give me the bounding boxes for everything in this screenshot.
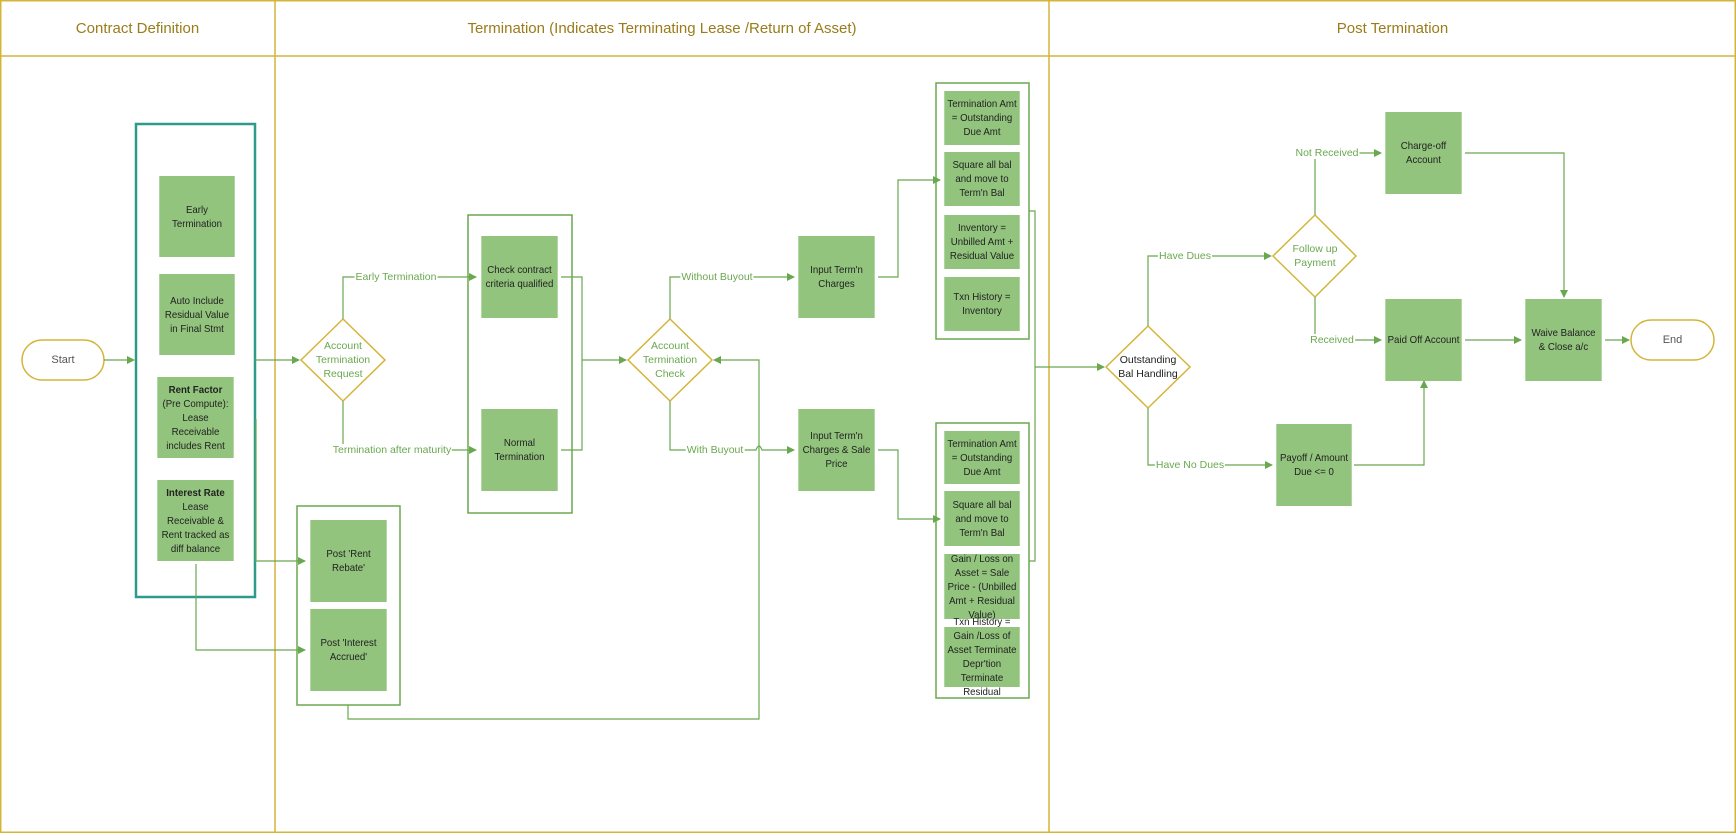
end-terminal xyxy=(1630,319,1715,361)
label-not-received: Not Received xyxy=(1294,147,1360,159)
end-label: End xyxy=(1662,334,1683,346)
lane-header-contract: Contract Definition xyxy=(75,19,200,37)
interest-rate-desc: Lease Receivable & Rent tracked as diff … xyxy=(161,500,230,555)
auto-residual-box: Auto Include Residual Value in Final Stm… xyxy=(159,274,235,355)
label-without-buyout: Without Buyout xyxy=(680,271,754,283)
post-rent-rebate-box: Post 'Rent Rebate' xyxy=(310,520,387,602)
wo-txn-history-box: Txn History = Inventory xyxy=(944,277,1020,331)
normal-termination-box: Normal Termination xyxy=(481,409,558,491)
charge-off-box: Charge-off Account xyxy=(1385,112,1462,194)
payoff-box: Payoff / Amount Due <= 0 xyxy=(1276,424,1352,506)
decision-request-text: Account Termination Request xyxy=(315,340,371,380)
wb-txn-history-box: Txn History = Gain /Loss of Asset Termin… xyxy=(944,616,1020,698)
wo-inventory-box: Inventory = Unbilled Amt + Residual Valu… xyxy=(944,215,1020,269)
interest-rate-box: Interest Rate Lease Receivable & Rent tr… xyxy=(157,480,234,561)
lane-header-post: Post Termination xyxy=(1336,19,1449,37)
start-label: Start xyxy=(51,354,75,366)
label-have-no-dues: Have No Dues xyxy=(1154,459,1226,471)
wo-square-bal-box: Square all bal and move to Term'n Bal xyxy=(944,152,1020,206)
input-charges-box: Input Term'n Charges xyxy=(798,236,875,318)
waive-balance-box: Waive Balance & Close a/c xyxy=(1525,299,1602,381)
input-charges-sale-box: Input Term'n Charges & Sale Price xyxy=(798,409,875,491)
decision-check-text: Account Termination Check xyxy=(642,340,698,380)
label-with-buyout: With Buyout xyxy=(685,444,745,456)
wo-termination-amt-box: Termination Amt = Outstanding Due Amt xyxy=(944,91,1020,145)
lane-header-termination: Termination (Indicates Terminating Lease… xyxy=(467,19,857,37)
rent-factor-desc: (Pre Compute): Lease Receivable includes… xyxy=(162,397,229,452)
paid-off-box: Paid Off Account xyxy=(1385,299,1462,381)
wb-gain-loss-box: Gain / Loss on Asset = Sale Price - (Unb… xyxy=(944,553,1020,621)
wb-termination-amt-box: Termination Amt = Outstanding Due Amt xyxy=(944,431,1020,484)
rent-factor-title: Rent Factor xyxy=(168,383,223,396)
label-early-termination: Early Termination xyxy=(354,271,438,283)
interest-rate-title: Interest Rate xyxy=(166,486,225,499)
early-termination-box: Early Termination xyxy=(159,176,235,257)
label-have-dues: Have Dues xyxy=(1158,250,1212,262)
label-after-maturity: Termination after maturity xyxy=(331,444,453,456)
rent-factor-box: Rent Factor (Pre Compute): Lease Receiva… xyxy=(157,377,234,458)
wb-square-bal-box: Square all bal and move to Term'n Bal xyxy=(944,491,1020,546)
check-contract-box: Check contract criteria qualified xyxy=(481,236,558,318)
decision-follow-text: Follow up Payment xyxy=(1292,243,1338,269)
label-received: Received xyxy=(1309,334,1355,346)
criteria-group xyxy=(467,214,573,514)
decision-outstanding-text: Outstanding Bal Handling xyxy=(1118,354,1178,380)
post-interest-accrued-box: Post 'Interest Accrued' xyxy=(310,609,387,691)
